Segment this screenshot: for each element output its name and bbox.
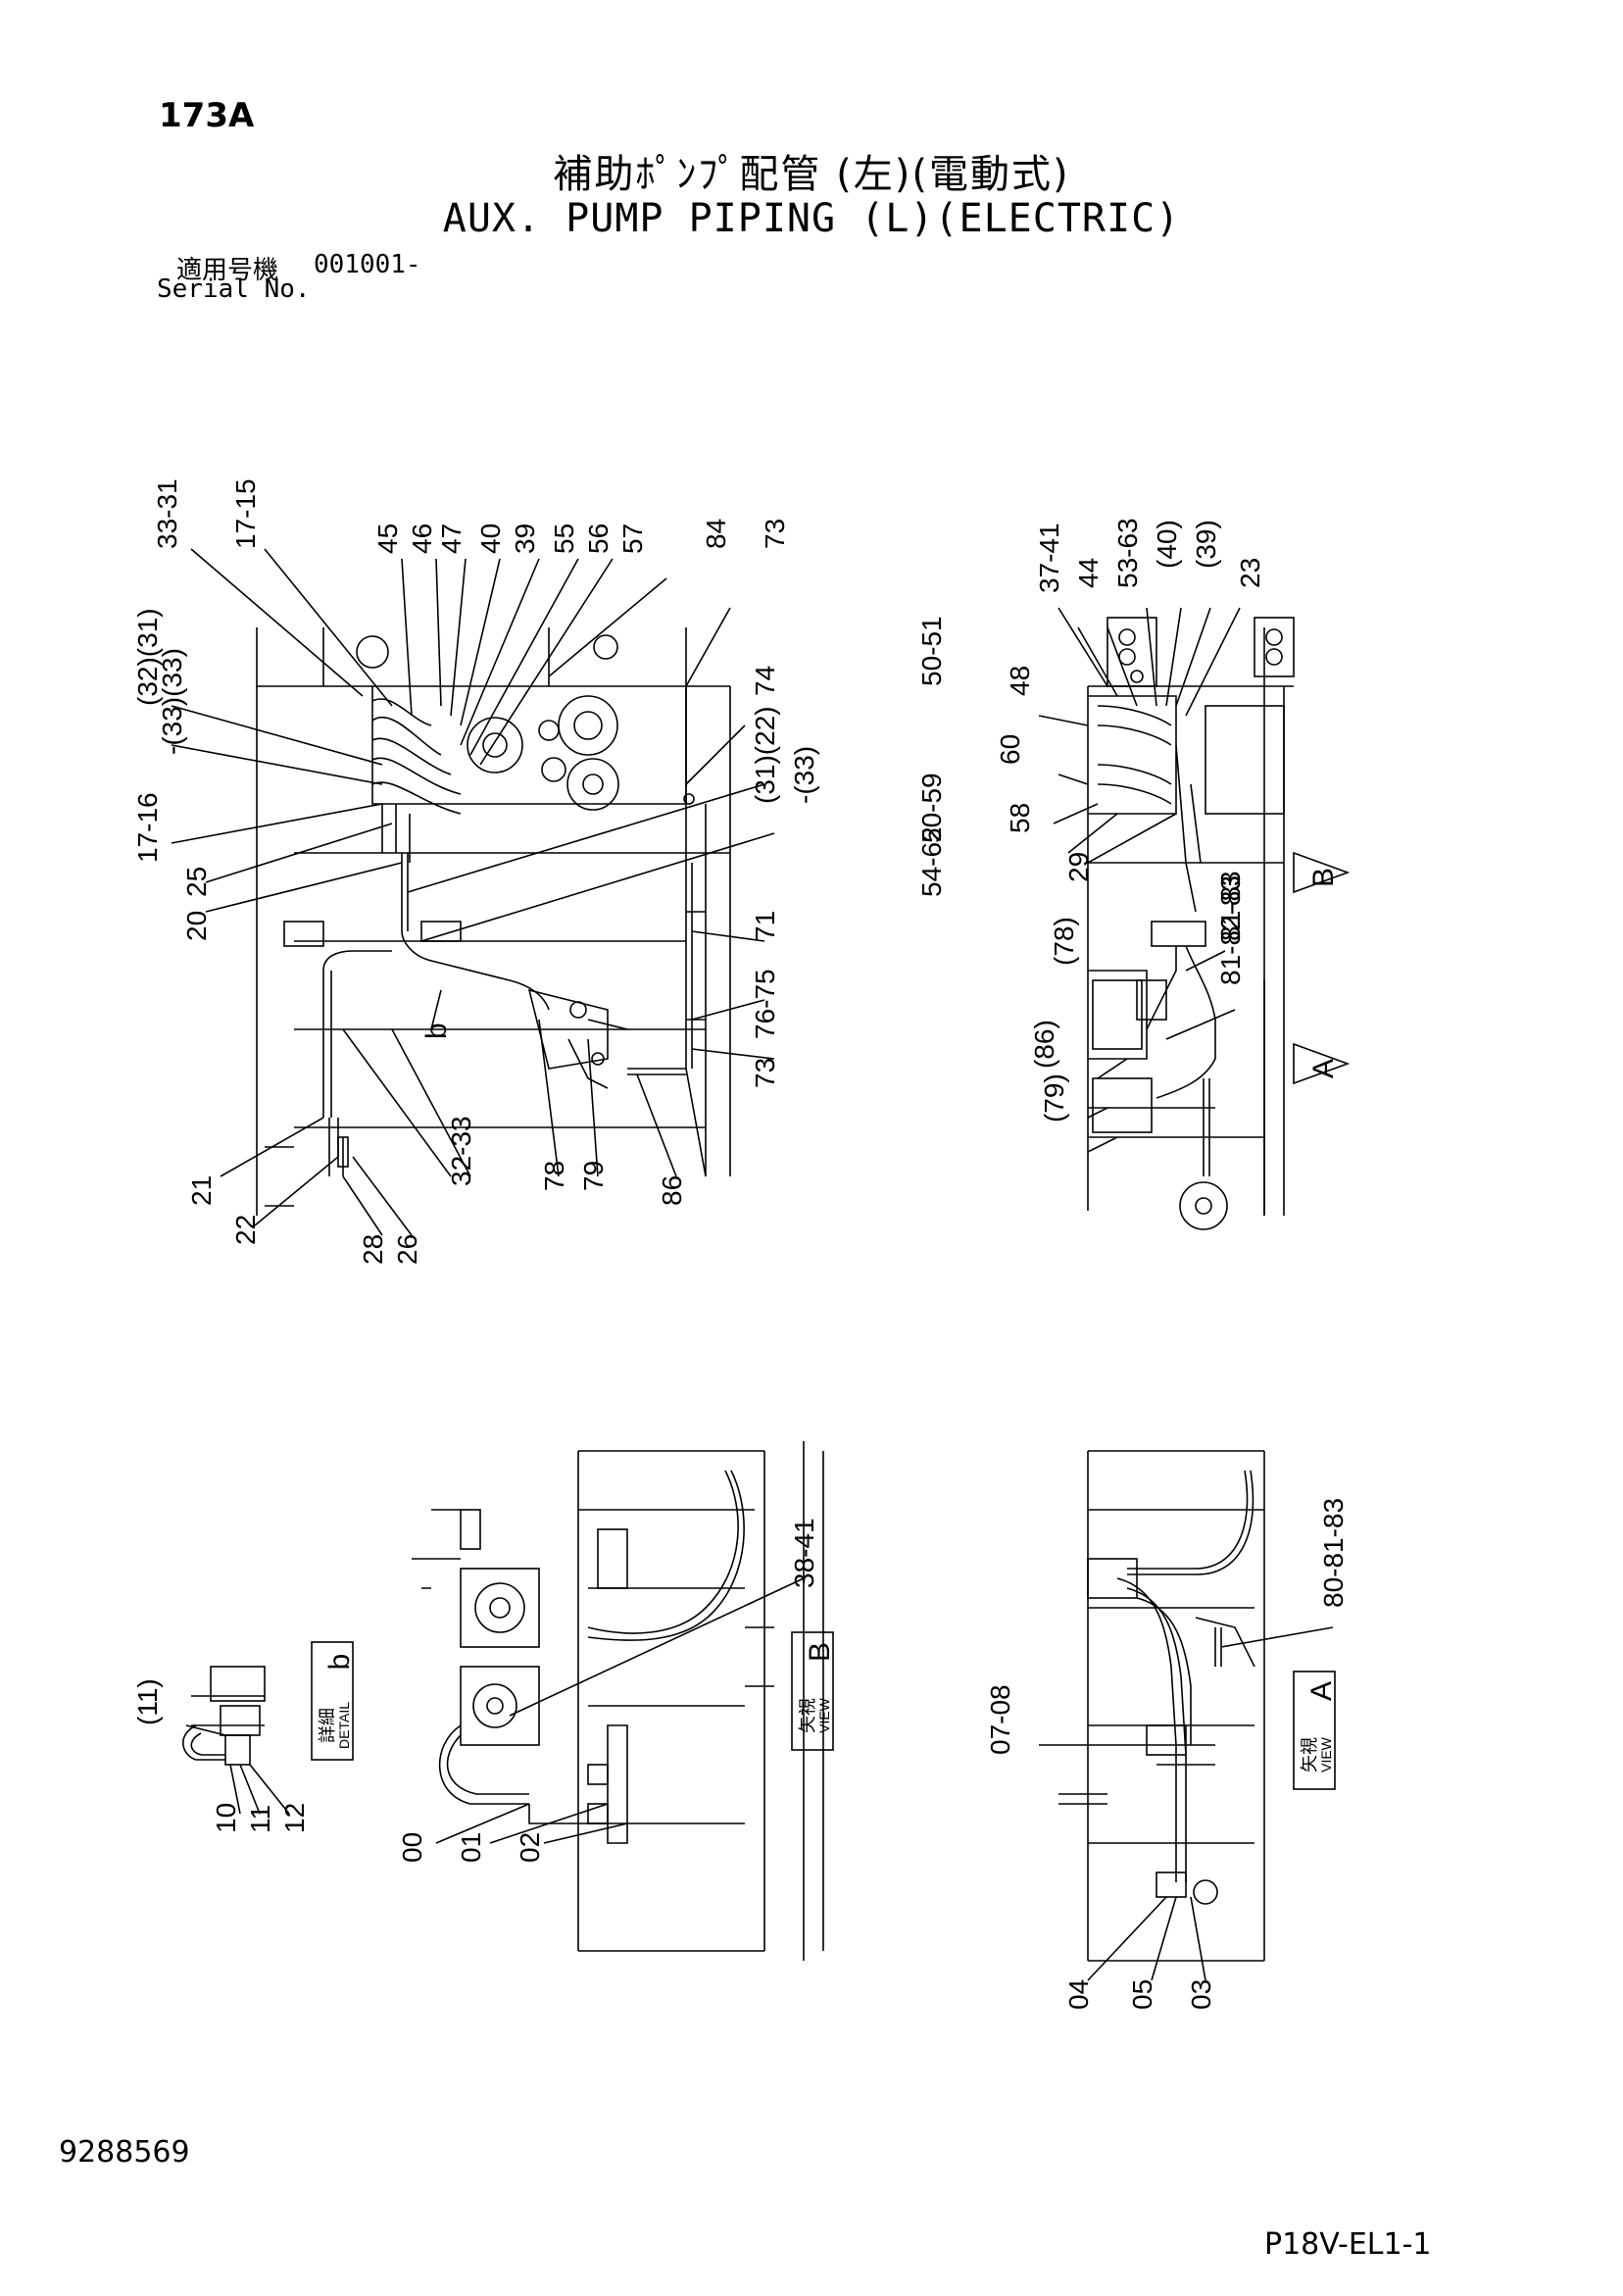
callout-main-left-2: 17-16 bbox=[132, 792, 163, 863]
callout-main-left-0: (32)(31) bbox=[132, 608, 163, 706]
drawing-number: 9288569 bbox=[59, 2135, 190, 2170]
callout-main-top-4: 47 bbox=[436, 524, 467, 554]
view-marker-b: B bbox=[1307, 868, 1340, 887]
callout-view-a-part-2: 04 bbox=[1063, 1979, 1094, 2010]
callout-right-side-2: (78) bbox=[1049, 917, 1079, 966]
view-a-label-en: VIEW bbox=[1318, 1736, 1334, 1772]
detail-b-label-box: b 詳細 DETAIL bbox=[311, 1641, 356, 1761]
detail-b-drawing bbox=[182, 1666, 290, 1815]
page-number: 173A bbox=[159, 96, 255, 135]
callout-main-top-3: 46 bbox=[407, 524, 437, 554]
callout-main-top-10: 84 bbox=[701, 519, 731, 549]
callout-right-top-11: 54-62 bbox=[916, 826, 947, 897]
view-a-drawing bbox=[1039, 1450, 1334, 1981]
callout-view-b-part-3: 02 bbox=[515, 1832, 545, 1863]
callout-right-top-3: (40) bbox=[1152, 520, 1182, 569]
callout-main-top-1: 17-15 bbox=[230, 478, 261, 549]
callout-view-a-part-0: 80-81-83 bbox=[1318, 1498, 1349, 1608]
callout-main-bottom-1: 22 bbox=[230, 1215, 261, 1245]
view-b-letter: B bbox=[804, 1642, 836, 1662]
callout-main-bottom-7: 86 bbox=[657, 1175, 687, 1206]
title-japanese: 補助ﾎﾟﾝﾌﾟ配管 (左)(電動式) bbox=[553, 152, 1070, 197]
view-marker-a: A bbox=[1307, 1059, 1340, 1078]
callout-right-top-9: 50-59 bbox=[916, 773, 947, 843]
serial-number-value: 001001- bbox=[314, 250, 421, 279]
callout-right-top-7: 48 bbox=[1005, 666, 1035, 696]
callout-main-right-4: 76-75 bbox=[750, 969, 780, 1039]
callout-right-top-12: 29 bbox=[1063, 852, 1094, 882]
callout-main-top-11: 73 bbox=[760, 519, 790, 549]
serial-label-english: Serial No. bbox=[157, 275, 311, 304]
callout-main-bottom-5: 78 bbox=[539, 1161, 569, 1191]
callout-main-top-6: 39 bbox=[510, 524, 540, 554]
callout-main-bottom-4: 32-33 bbox=[446, 1116, 476, 1186]
title-english: AUX. PUMP PIPING (L)(ELECTRIC) bbox=[442, 196, 1181, 241]
callout-right-side-1: 81-82-83 bbox=[1215, 875, 1246, 985]
callout-right-top-2: 53-63 bbox=[1112, 518, 1143, 588]
detail-b-letter: b bbox=[323, 1654, 356, 1671]
callout-right-top-8: 60 bbox=[995, 734, 1025, 765]
callout-detail-part-0: (11) bbox=[132, 1678, 163, 1725]
callout-main-left-4: 20 bbox=[181, 911, 212, 941]
callout-main-top-2: 45 bbox=[372, 524, 403, 554]
detail-b-marker: b bbox=[420, 1023, 453, 1039]
callout-main-right-1: (31)(22) bbox=[750, 706, 780, 804]
callout-right-top-0: 37-41 bbox=[1034, 523, 1064, 593]
view-b-drawing bbox=[412, 1441, 824, 1961]
callout-main-left-3: 25 bbox=[181, 867, 212, 897]
callout-right-top-6: 50-51 bbox=[916, 616, 947, 686]
callout-main-bottom-2: 28 bbox=[358, 1234, 388, 1265]
sheet-code: P18V-EL1-1 bbox=[1264, 2227, 1432, 2262]
callout-main-right-0: 74 bbox=[750, 666, 780, 696]
callout-main-top-9: 57 bbox=[617, 524, 648, 554]
callout-right-side-3: (86) bbox=[1029, 1020, 1059, 1069]
view-b-label-box: B 矢視 VIEW bbox=[791, 1631, 836, 1751]
callout-view-b-part-1: 00 bbox=[397, 1832, 427, 1863]
callout-view-b-part-0: 38-41 bbox=[789, 1518, 819, 1588]
view-b-label-jp: 矢視 bbox=[798, 1698, 817, 1733]
serial-label-japanese: 適用号機 bbox=[176, 256, 279, 285]
main-assembly-drawing bbox=[171, 548, 775, 1236]
callout-main-right-5: 73 bbox=[750, 1058, 780, 1088]
callout-right-side-0: 81-83 bbox=[1215, 871, 1246, 941]
callout-right-top-5: 23 bbox=[1235, 558, 1265, 588]
callout-main-top-0: 33-31 bbox=[152, 478, 182, 549]
view-b-label-en: VIEW bbox=[816, 1697, 832, 1733]
view-a-letter: A bbox=[1305, 1681, 1338, 1701]
view-a-label-jp: 矢視 bbox=[1300, 1737, 1319, 1772]
callout-view-a-part-3: 05 bbox=[1127, 1979, 1157, 2010]
callout-main-top-7: 55 bbox=[549, 524, 579, 554]
callout-right-top-10: 58 bbox=[1005, 803, 1035, 833]
callout-right-top-1: 44 bbox=[1073, 558, 1104, 588]
callout-right-side-4: (79) bbox=[1039, 1073, 1069, 1123]
callout-main-bottom-6: 79 bbox=[578, 1161, 609, 1191]
callout-main-top-5: 40 bbox=[475, 524, 506, 554]
callout-main-top-8: 56 bbox=[583, 524, 614, 554]
callout-main-right-3: 71 bbox=[750, 911, 780, 941]
callout-main-bottom-3: 26 bbox=[392, 1234, 422, 1265]
callout-view-b-part-2: 01 bbox=[456, 1832, 486, 1863]
callout-detail-part-2: 11 bbox=[245, 1805, 275, 1833]
view-a-label-box: A 矢視 VIEW bbox=[1293, 1671, 1338, 1790]
detail-b-label-jp: 詳細 bbox=[318, 1708, 337, 1743]
right-assembly-drawing bbox=[1038, 607, 1351, 1230]
callout-view-a-part-1: 07-08 bbox=[985, 1684, 1015, 1755]
callout-main-bottom-0: 21 bbox=[186, 1175, 217, 1206]
callout-view-a-part-4: 03 bbox=[1186, 1979, 1216, 2010]
callout-right-top-4: (39) bbox=[1191, 520, 1221, 569]
callout-detail-part-3: 12 bbox=[279, 1803, 310, 1833]
callout-detail-part-1: 10 bbox=[211, 1803, 241, 1833]
callout-main-left-1: -(33)(33) bbox=[157, 648, 187, 755]
callout-main-right-2: -(33) bbox=[789, 746, 819, 804]
detail-b-label-en: DETAIL bbox=[336, 1702, 352, 1749]
